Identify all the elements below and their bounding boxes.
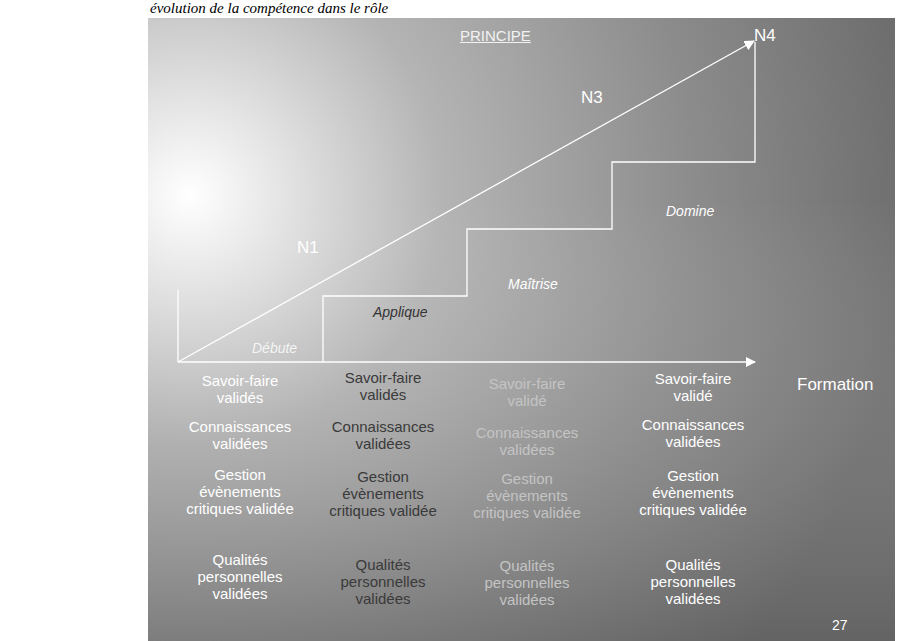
criterion-text: Gestion évènements critiques validée: [324, 468, 442, 519]
growth-line: [178, 41, 754, 362]
sea-shade: [148, 200, 895, 641]
page-number: 27: [832, 617, 848, 633]
stair-steps: [323, 42, 755, 362]
step-label: Applique: [373, 304, 428, 320]
criterion-text: Connaissances validées: [181, 418, 299, 452]
criterion-text: Qualités personnelles validées: [468, 557, 586, 608]
level-label: N1: [297, 238, 319, 258]
criterion-text: Gestion évènements critiques validée: [181, 466, 299, 517]
formation-axis: [178, 361, 755, 362]
level-axis: [177, 290, 178, 362]
criterion-text: Gestion évènements critiques validée: [468, 470, 586, 521]
criterion-text: Qualités personnelles validées: [181, 551, 299, 602]
level-label: N3: [581, 88, 603, 108]
slide-caption: évolution de la compétence dans le rôle: [150, 0, 388, 17]
step-label: Domine: [666, 203, 714, 219]
slide-title: PRINCIPE: [460, 27, 531, 44]
criterion-text: Savoir-faire validés: [324, 369, 442, 403]
criterion-text: Qualités personnelles validées: [324, 556, 442, 607]
criterion-text: Qualités personnelles validées: [634, 556, 752, 607]
criterion-text: Connaissances validées: [634, 416, 752, 450]
criterion-text: Connaissances validées: [324, 418, 442, 452]
level-label: N4: [754, 26, 776, 46]
criterion-text: Gestion évènements critiques validée: [634, 467, 752, 518]
sky-sea: [148, 18, 895, 641]
criterion-text: Savoir-faire validé: [634, 370, 752, 404]
step-label: Débute: [252, 340, 297, 356]
criterion-text: Connaissances validées: [468, 424, 586, 458]
step-label: Maîtrise: [508, 276, 558, 292]
axis-label: Formation: [797, 375, 874, 395]
criterion-text: Savoir-faire validés: [181, 372, 299, 406]
criterion-text: Savoir-faire validé: [468, 375, 586, 409]
